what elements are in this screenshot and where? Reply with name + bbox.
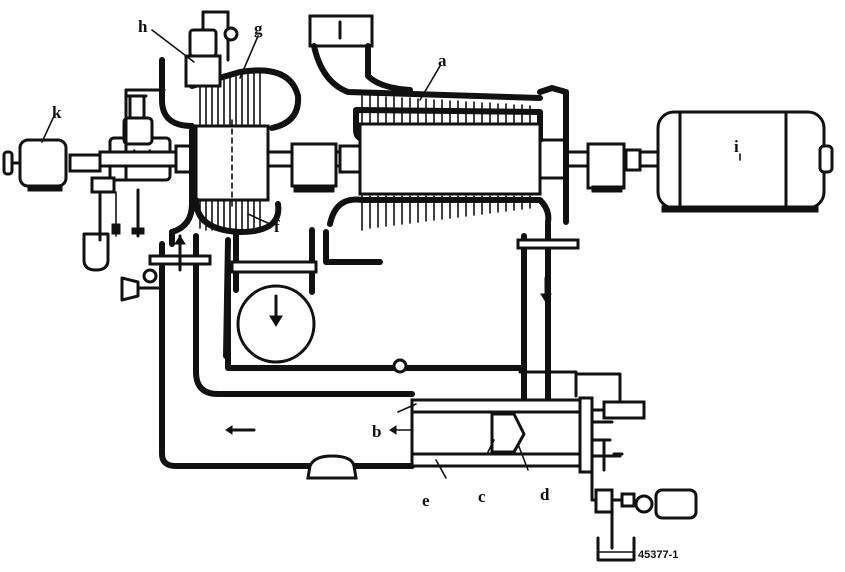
label-d: d	[540, 485, 550, 504]
label-h: h	[138, 17, 148, 36]
label-g: g	[254, 19, 263, 38]
exhaust-duct	[230, 227, 318, 364]
label-e: e	[422, 491, 430, 510]
label-a: a	[438, 51, 447, 70]
label-f: f	[274, 217, 280, 236]
piping	[148, 233, 527, 480]
label-b: b	[372, 422, 381, 441]
generator-i	[656, 110, 834, 213]
figure-number: 45377-1	[638, 549, 678, 561]
label-c: c	[478, 487, 486, 506]
compressor-a	[308, 14, 580, 403]
fuel-pump	[590, 470, 698, 562]
label-i: i	[734, 137, 739, 156]
governor-assembly	[82, 88, 172, 302]
turbine-casing	[159, 10, 302, 247]
combustion-chamber	[389, 370, 646, 474]
label-k: k	[52, 103, 62, 122]
exciter-k	[2, 138, 102, 192]
labels: a b c d e f g h i k 45377-1	[52, 17, 739, 561]
label-leaders	[41, 29, 741, 479]
